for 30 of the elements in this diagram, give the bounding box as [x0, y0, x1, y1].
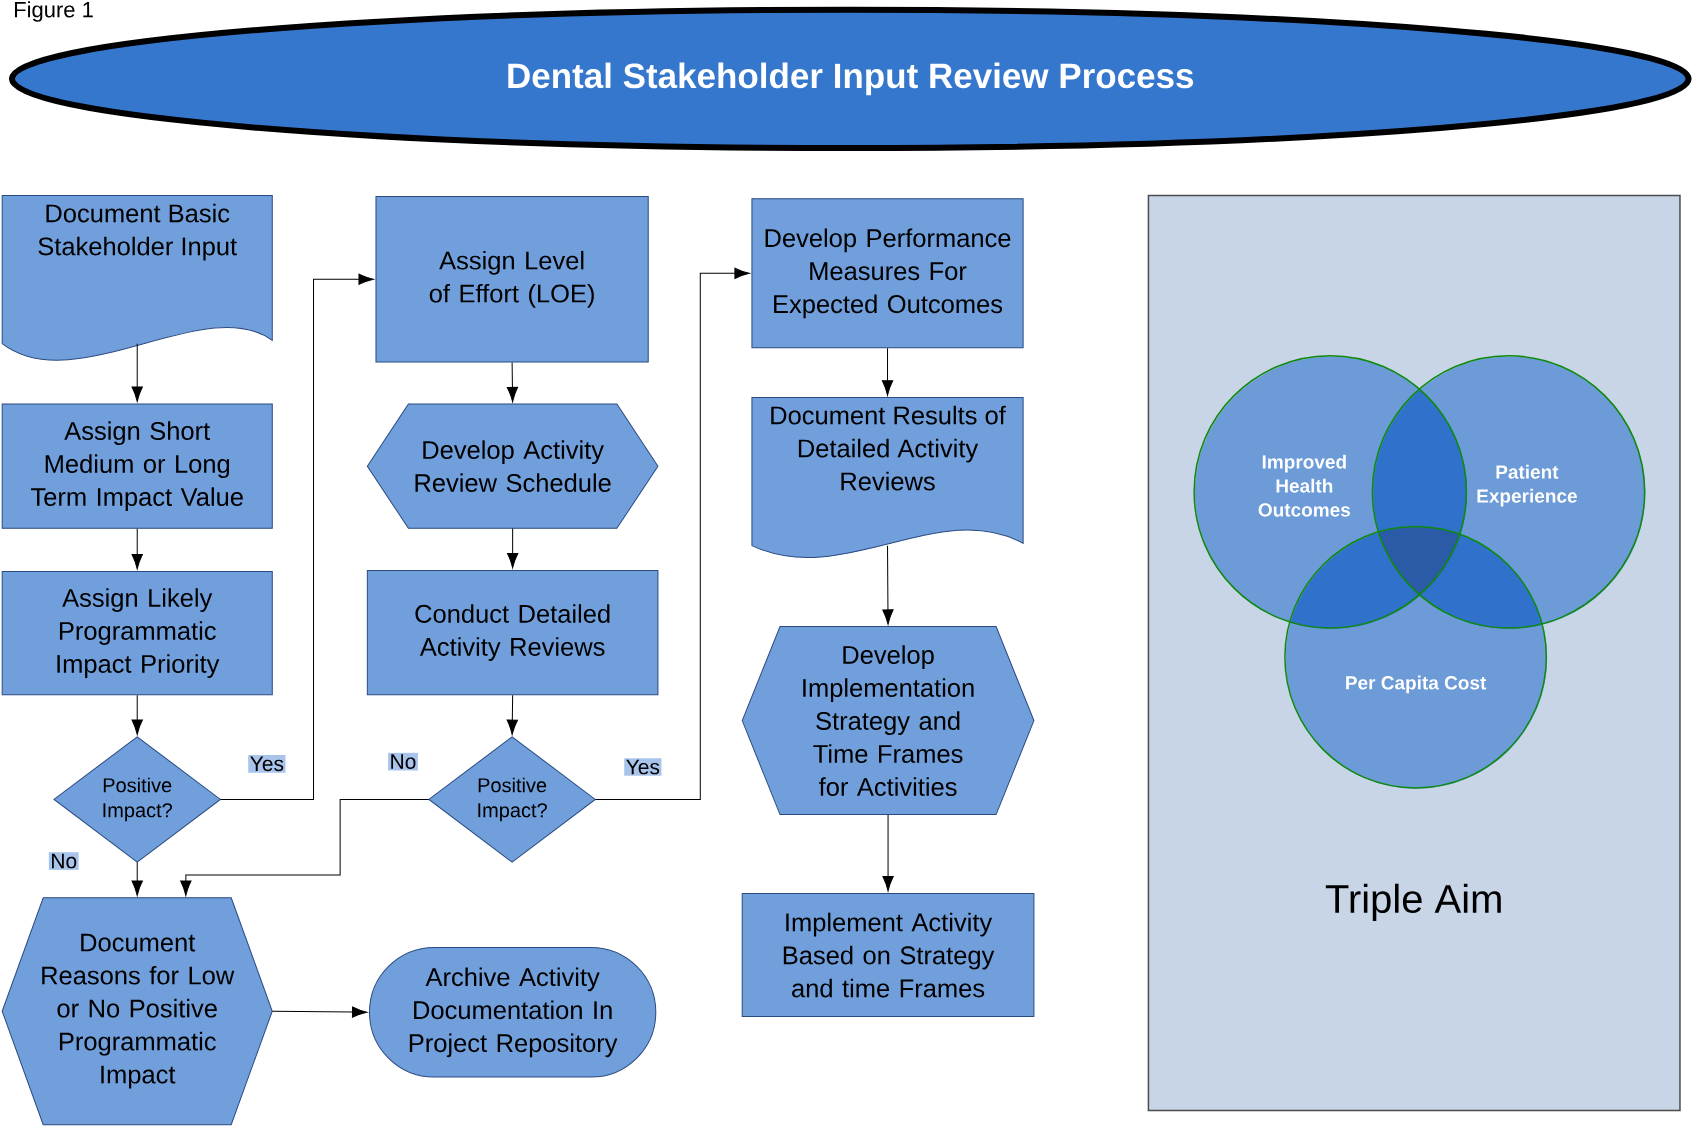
process-box: Assign Level of Effort (LOE) [375, 196, 649, 363]
arrow [881, 347, 894, 396]
arrow [131, 528, 143, 570]
process-box: Implement Activity Based on Strategy and time Frames [741, 892, 1035, 1018]
preparation-hexagon: Document Reasons for Low or No Positive Programmatic Impact [1, 897, 273, 1126]
preparation-hexagon: Develop Activity Review Schedule [366, 403, 659, 529]
arrow [882, 545, 894, 625]
arrow [506, 694, 518, 735]
process-box: Develop Performance Measures For Expected Outcomes [751, 198, 1024, 349]
preparation-hexagon: Develop Implementation Strategy and Time Frames for Activities [741, 626, 1035, 816]
edge-label: No [388, 752, 418, 771]
arrow [506, 361, 519, 403]
arrow [131, 343, 143, 402]
arrow [595, 267, 750, 800]
title: Dental Stakeholder Input Review Process [508, 62, 1194, 96]
arrow [220, 273, 374, 800]
arrow [882, 814, 894, 892]
process-box: Assign Short Medium or Long Term Impact Value [1, 403, 273, 529]
arrow [131, 694, 143, 735]
terminator-box: Archive Activity Documentation In Project Repository [369, 946, 657, 1078]
figure-label: Figure 1 [14, 1, 93, 22]
edge-label: Yes [248, 755, 286, 773]
process-box: Conduct Detailed Activity Reviews [366, 569, 659, 696]
process-box: Assign Likely Programmatic Impact Priority [1, 571, 273, 696]
arrow [507, 528, 519, 569]
arrow [271, 1006, 368, 1018]
edge-label: Yes [624, 758, 662, 776]
arrow [180, 798, 430, 896]
edge-label: No [48, 852, 79, 870]
arrow [131, 861, 143, 896]
